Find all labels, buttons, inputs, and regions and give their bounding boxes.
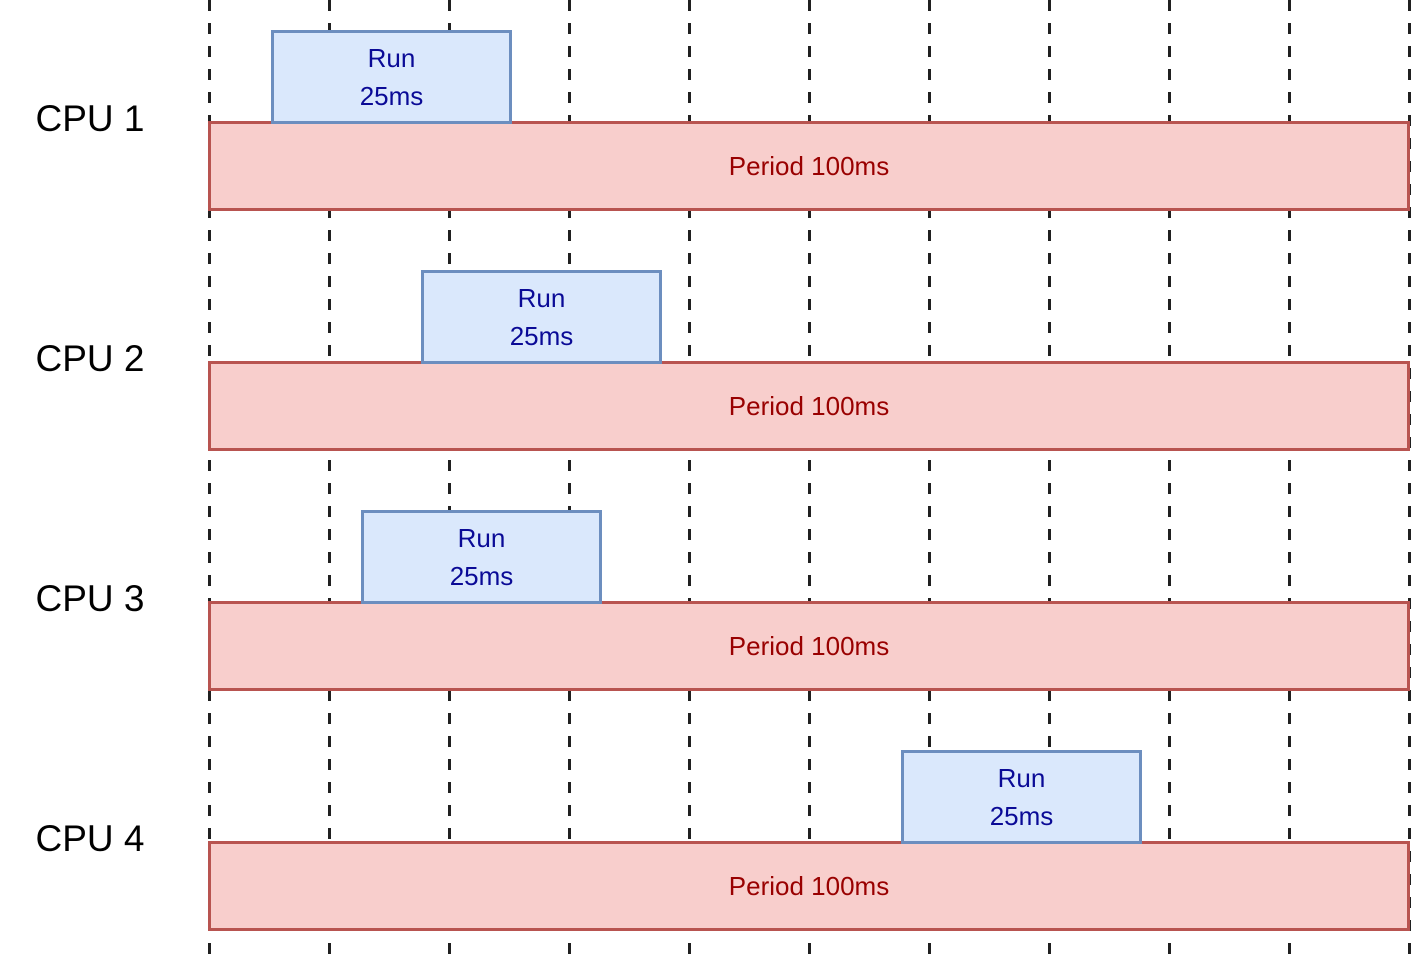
grid-line	[928, 0, 931, 966]
grid-line	[688, 0, 691, 966]
grid-line	[1408, 0, 1411, 966]
grid-line	[808, 0, 811, 966]
grid-line	[328, 0, 331, 966]
grid-line	[448, 0, 451, 966]
grid-line	[568, 0, 571, 966]
grid-line	[1288, 0, 1291, 966]
grid-line	[1048, 0, 1051, 966]
grid-line	[1168, 0, 1171, 966]
grid-line	[208, 0, 211, 966]
